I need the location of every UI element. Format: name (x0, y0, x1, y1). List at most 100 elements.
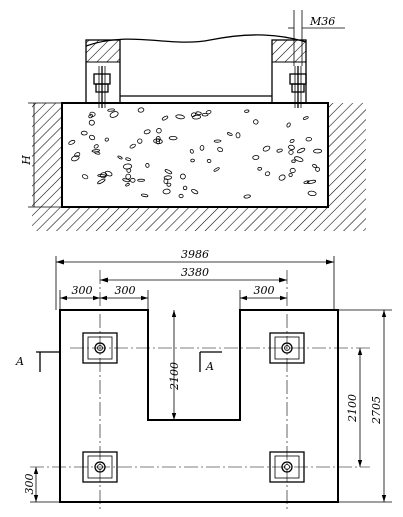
aggregate-speck (93, 144, 99, 149)
aggregate-speck (91, 149, 100, 153)
aggregate-speck (137, 107, 145, 113)
aggregate-speck (89, 134, 96, 141)
foundation-outline (59, 309, 339, 503)
aggregate-speck (286, 122, 291, 128)
aggregate-speck (175, 114, 185, 120)
aggregate-speck (201, 112, 209, 117)
aggregate-speck (252, 155, 260, 160)
aggregate-speck (315, 166, 321, 172)
aggregate-speck (294, 156, 304, 162)
aggregate-speck (288, 144, 295, 150)
edge-right-label: 300 (254, 284, 275, 297)
aggregate-speck (199, 145, 205, 151)
aggregate-speck (288, 149, 294, 155)
aggregate-speck (253, 119, 259, 125)
aggregate-speck (153, 138, 163, 144)
aggregate-speck (80, 130, 88, 136)
aggregate-speck (257, 166, 262, 171)
aggregate-speck (307, 190, 317, 197)
aggregate-speck (195, 111, 202, 115)
soil-right (328, 103, 366, 207)
aggregate-speck (178, 193, 184, 199)
soil-bottom (32, 207, 366, 231)
dim-bolt-span: 3380 (100, 266, 287, 283)
aggregate-speck (182, 185, 188, 191)
aggregate-speck (206, 158, 212, 164)
bolt-span-label: 3380 (181, 266, 209, 279)
section-view: M36 H (20, 10, 366, 231)
bolt-size-label: M36 (309, 15, 335, 28)
aggregate-speck (130, 177, 136, 183)
aggregate-speck (145, 163, 150, 168)
machine-base (85, 34, 307, 104)
section-label-right: A (205, 360, 214, 373)
aggregate-speck (97, 178, 106, 185)
aggregate-speck (217, 147, 223, 153)
aggregate-speck (276, 148, 283, 153)
aggregate-speck (107, 108, 115, 112)
aggregate-speck (306, 179, 317, 184)
aggregate-speck (190, 112, 197, 118)
anchor-bolt-left (93, 66, 111, 108)
section-line-a: A A (15, 351, 222, 373)
aggregate-speck (156, 127, 162, 134)
aggregate-speck (168, 135, 178, 141)
aggregate-speck (291, 159, 296, 163)
aggregate-speck (289, 167, 296, 174)
aggregate-speck (162, 188, 171, 195)
dim-slot-depth: 2100 (168, 310, 181, 420)
aggregate-speck (74, 152, 81, 158)
slot-depth-label: 2100 (168, 362, 181, 391)
aggregate-speck (243, 194, 251, 199)
edge-bottom-label: 300 (23, 474, 36, 495)
dim-overall-height: 2705 (338, 309, 392, 503)
aggregate-speck (143, 129, 151, 135)
aggregate-speck (189, 148, 194, 154)
aggregate-speck (313, 148, 323, 154)
bolt-row-spacing-label: 2100 (346, 394, 359, 423)
overall-height-label: 2705 (370, 396, 383, 425)
aggregate-speck (99, 172, 108, 179)
section-label-left: A (15, 355, 24, 368)
aggregate-speck (141, 193, 149, 198)
aggregate-speck (296, 147, 306, 154)
height-symbol: H (20, 155, 33, 166)
anchor-bolt-right (289, 66, 307, 108)
aggregate-speck (305, 136, 312, 142)
aggregate-speck (163, 178, 169, 184)
aggregate-speck (117, 155, 123, 160)
aggregate-speck (68, 139, 76, 145)
aggregate-speck (125, 157, 131, 161)
aggregate-speck (288, 172, 293, 178)
concrete-block (61, 102, 329, 208)
bolt-callout: M36 (288, 10, 345, 66)
aggregate-speck (213, 167, 220, 172)
aggregate-speck (192, 114, 202, 120)
aggregate-speck (235, 132, 241, 139)
dim-edge-distances: 300 300 300 (59, 284, 287, 310)
aggregate-speck (122, 163, 133, 170)
aggregate-speck (163, 175, 173, 180)
aggregate-speck (122, 178, 131, 183)
aggregate-speck (166, 182, 172, 187)
aggregate-speck (213, 139, 222, 143)
aggregate-speck (88, 114, 94, 119)
aggregate-speck (97, 174, 107, 178)
aggregate-speck (137, 138, 143, 144)
dim-bolt-row-spacing: 2100 (346, 348, 363, 467)
aggregate-speck (104, 137, 109, 142)
aggregate-speck (164, 169, 173, 175)
soil-left (32, 103, 62, 207)
aggregate-speck (278, 174, 286, 181)
aggregate-speck (104, 170, 113, 177)
edge-mid-label: 300 (115, 284, 136, 297)
aggregate-speck (81, 174, 89, 180)
aggregate-speck (312, 164, 318, 168)
aggregate-speck (289, 139, 295, 143)
height-dimension: H (20, 102, 62, 208)
overall-width-label: 3986 (181, 248, 209, 261)
aggregate-speck (302, 116, 309, 120)
aggregate-speck (244, 109, 250, 113)
aggregate-speck (262, 145, 271, 152)
